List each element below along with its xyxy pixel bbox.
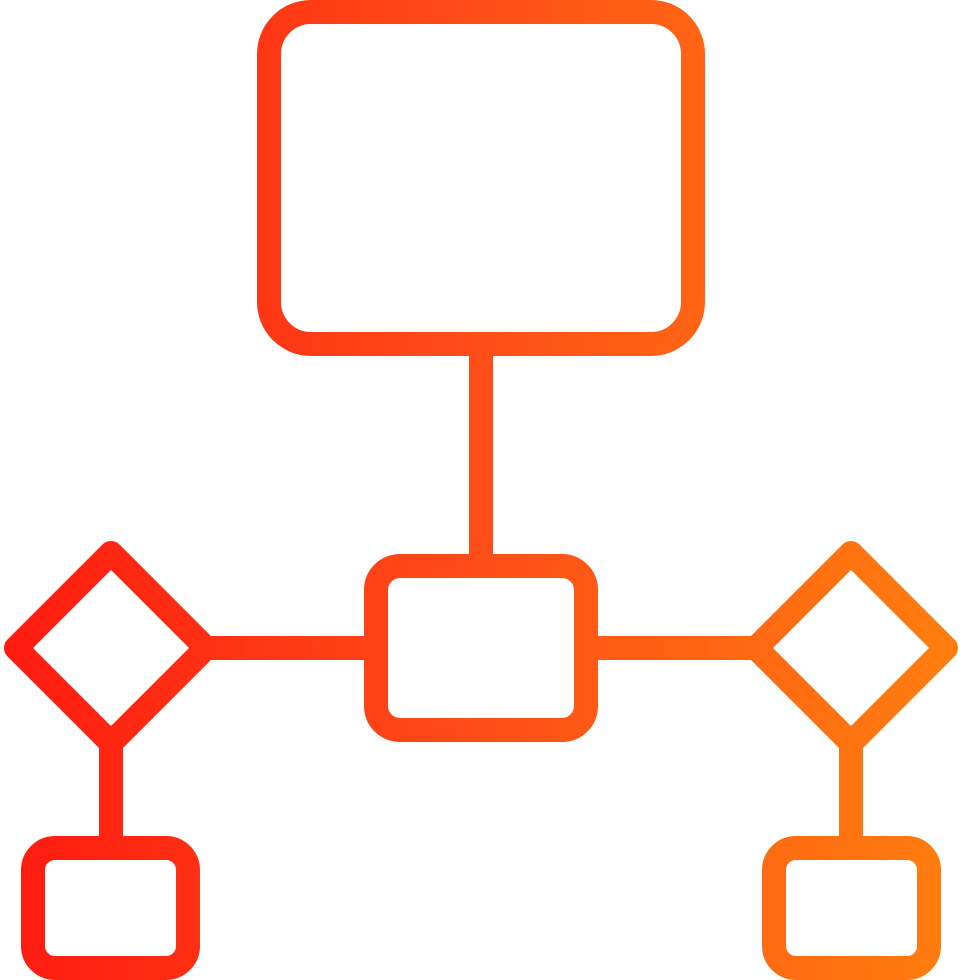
right-diamond [744, 541, 958, 755]
center-box [364, 554, 598, 742]
left-diamond [4, 541, 218, 755]
bottom-right-box [762, 836, 941, 980]
bottom-left-box [21, 836, 200, 980]
top-box [257, 0, 705, 356]
